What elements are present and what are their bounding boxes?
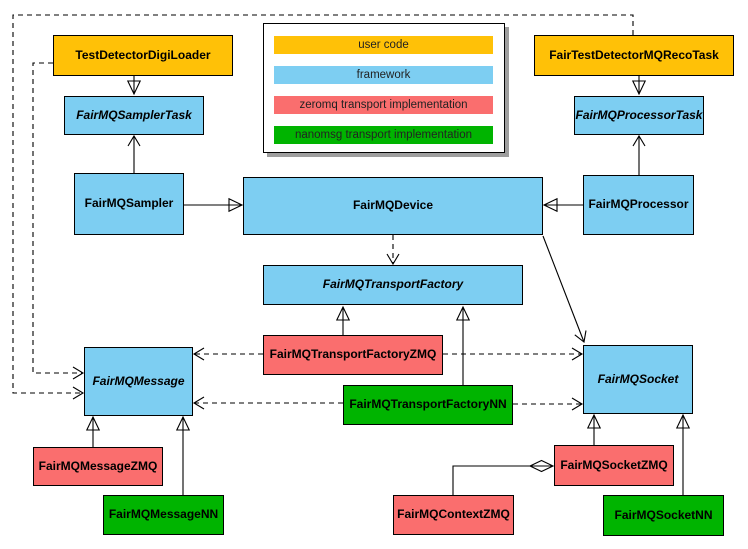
edge-contextzmq-socketzmq-composition <box>452 459 555 495</box>
node-fairmq-transport-factory-zmq: FairMQTransportFactoryZMQ <box>263 335 443 375</box>
node-fairmq-socket-zmq: FairMQSocketZMQ <box>554 445 674 486</box>
node-fairmq-socket-nn: FairMQSocketNN <box>603 495 724 536</box>
legend-item-user-code: user code <box>274 36 493 54</box>
legend: user code framework zeromq transport imp… <box>263 23 505 153</box>
legend-item-nanomsg: nanomsg transport implementation <box>274 126 493 144</box>
node-fairmq-transport-factory: FairMQTransportFactory <box>263 265 523 305</box>
node-fairmq-socket: FairMQSocket <box>583 345 693 414</box>
node-fairmq-processor-task: FairMQProcessorTask <box>574 96 704 135</box>
edge-device-socket <box>542 235 587 343</box>
node-fairmq-sampler-task: FairMQSamplerTask <box>64 96 204 135</box>
node-fairmq-context-zmq: FairMQContextZMQ <box>393 495 514 535</box>
node-fairmq-device: FairMQDevice <box>243 177 543 235</box>
legend-item-zeromq: zeromq transport implementation <box>274 96 493 114</box>
node-fairmq-message: FairMQMessage <box>84 347 193 416</box>
node-fairmq-transport-factory-nn: FairMQTransportFactoryNN <box>343 385 513 425</box>
node-fairmq-sampler: FairMQSampler <box>74 173 184 235</box>
node-fairmq-processor: FairMQProcessor <box>583 175 694 235</box>
node-fairmq-message-zmq: FairMQMessageZMQ <box>33 447 163 486</box>
node-test-detector-digi-loader: TestDetectorDigiLoader <box>53 35 233 76</box>
node-fair-test-detector-mq-reco-task: FairTestDetectorMQRecoTask <box>534 35 734 76</box>
legend-item-framework: framework <box>274 66 493 84</box>
node-fairmq-message-nn: FairMQMessageNN <box>103 495 224 535</box>
